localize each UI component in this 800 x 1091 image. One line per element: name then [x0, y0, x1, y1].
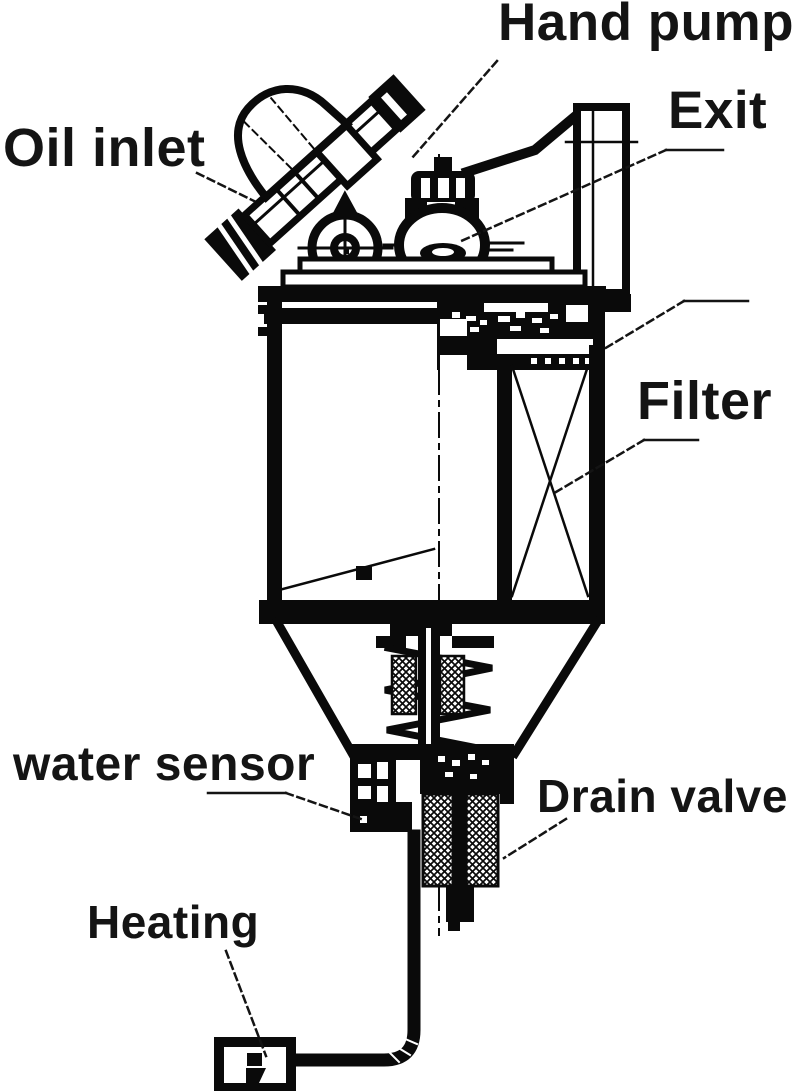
leader-filter-top [602, 299, 686, 351]
thread-speckle [452, 312, 591, 364]
hand-pump-assembly [204, 74, 426, 281]
filter-cartridge [497, 345, 605, 612]
label-exit: Exit [668, 81, 768, 140]
collection-bowl [270, 615, 604, 760]
leader-oil-inlet [195, 171, 256, 203]
filter-head [258, 256, 606, 370]
mounting-bracket [460, 103, 639, 312]
label-filter: Filter [637, 371, 773, 431]
leader-drain-valve [502, 817, 568, 860]
label-water-sensor: water sensor [13, 738, 316, 791]
heating-cable [214, 829, 421, 1091]
leader-filter [554, 438, 646, 494]
leader-lines [195, 59, 750, 1058]
leader-heating [224, 949, 268, 1058]
label-oil-inlet: Oil inlet [3, 118, 206, 178]
connector-terminal [246, 1068, 266, 1083]
drain-valve-unit [420, 748, 514, 931]
label-heating: Heating [87, 896, 260, 948]
leader-hand-pump [410, 59, 499, 160]
connector-terminal [247, 1053, 262, 1066]
label-drain-valve: Drain valve [537, 770, 788, 822]
leader-exit [457, 148, 668, 244]
label-hand-pump: Hand pump [498, 0, 794, 52]
leader-water-sensor [284, 791, 366, 822]
